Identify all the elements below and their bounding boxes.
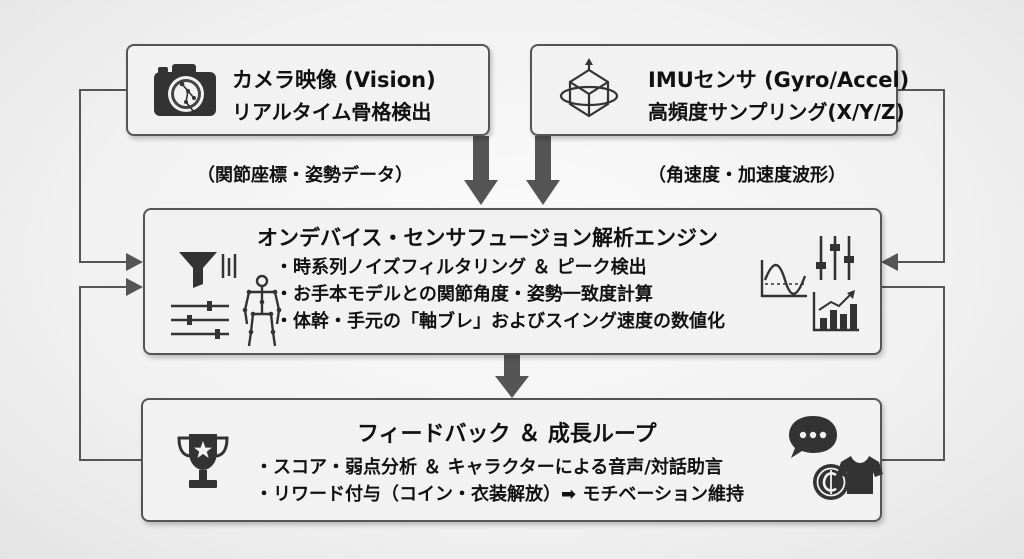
engine-bullet-list: ・時系列ノイズフィルタリング ＆ ピーク検出 ・お手本モデルとの関節角度・姿勢一…	[275, 254, 725, 335]
left-arrowhead-lower	[126, 278, 143, 296]
camera-subtitle: リアルタイム骨格検出	[232, 100, 432, 124]
camera-box: カメラ映像 (Vision) リアルタイム骨格検出	[126, 44, 490, 136]
skeleton-icon	[242, 274, 282, 347]
sliders-icon	[171, 301, 229, 339]
tshirt-icon	[837, 456, 883, 494]
camera-down-arrow	[464, 136, 498, 205]
feedback-bullet-list: ・スコア・弱点分析 ＆ キャラクターによる音声/対話助言 ・リワード付与（コイン…	[255, 454, 744, 508]
wave-chart-icon	[760, 260, 807, 298]
engine-title: オンデバイス・センサフュージョン解析エンジン	[257, 226, 718, 250]
left-arrowhead-upper	[126, 253, 143, 271]
imu-to-engine-right-line	[896, 89, 945, 263]
equalizer-icon	[816, 236, 854, 280]
gyroscope-icon	[559, 58, 619, 118]
feedback-bullet-item: ・スコア・弱点分析 ＆ キャラクターによる音声/対話助言	[255, 457, 723, 478]
camera-output-label: （関節座標・姿勢データ）	[197, 165, 413, 186]
engine-bullet-item: ・時系列ノイズフィルタリング ＆ ピーク検出	[275, 257, 647, 278]
engine-bullet-item: ・お手本モデルとの関節角度・姿勢一致度計算	[275, 284, 653, 305]
camera-icon	[154, 64, 216, 116]
imu-down-arrow	[526, 136, 560, 205]
trophy-icon	[177, 434, 229, 488]
engine-box: オンデバイス・センサフュージョン解析エンジン ・時系列ノイズフィルタリング ＆ …	[143, 208, 882, 355]
imu-subtitle: 高頻度サンプリング(X/Y/Z)	[648, 100, 905, 124]
feedback-to-engine-left-loop	[79, 286, 141, 461]
feedback-bullet-item: ・リワード付与（コイン・衣装解放）➡ モチベーション維持	[255, 484, 744, 505]
engine-bullet-item: ・体幹・手元の「軸ブレ」およびスイング速度の数値化	[275, 311, 725, 332]
feedback-box: フィードバック ＆ 成長ループ ・スコア・弱点分析 ＆ キャラクターによる音声/…	[141, 398, 883, 522]
imu-title: IMUセンサ (Gyro/Accel)	[648, 68, 910, 92]
funnel-filter-icon	[179, 252, 237, 288]
camera-to-engine-left-line	[79, 89, 128, 263]
camera-title: カメラ映像 (Vision)	[232, 68, 436, 92]
imu-box: IMUセンサ (Gyro/Accel) 高頻度サンプリング(X/Y/Z)	[530, 44, 909, 136]
bar-chart-icon	[812, 290, 859, 332]
feedback-title: フィードバック ＆ 成長ループ	[357, 422, 657, 447]
engine-down-arrow	[495, 355, 529, 398]
right-arrowhead	[881, 253, 898, 271]
imu-output-label: （角速度・加速度波形）	[648, 165, 846, 186]
engine-to-feedback-right-loop	[882, 286, 945, 461]
speech-bubble-icon	[789, 416, 837, 458]
